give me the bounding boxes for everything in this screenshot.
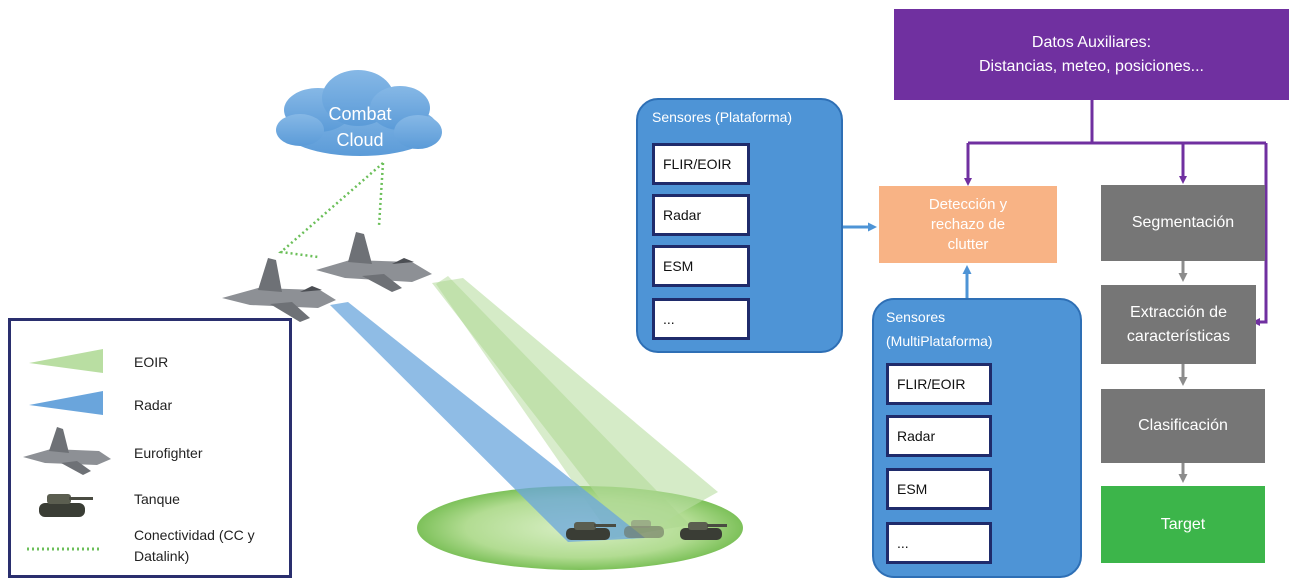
aux-connectors [964,100,1268,326]
legend-radar-label: Radar [134,397,173,413]
sensor-radar: Radar [886,415,992,457]
eoir-beam [432,278,718,540]
eurofighter-icon [316,232,432,292]
aux-data-line1: Datos Auxiliares: [1031,33,1152,51]
tank-icon [566,522,616,540]
legend-symbols [23,349,111,551]
cloud-label-line2: Cloud [336,130,384,150]
sensor-flir: FLIR/EOIR [886,363,992,405]
feature-extraction-line1: Extracción de [1130,303,1227,321]
aux-data-box: Datos Auxiliares: Distancias, meteo, pos… [894,9,1289,100]
sensors-multi-title-line2: (MultiPlataforma) [886,333,993,349]
tank-icon [680,522,727,540]
sensors-multi-panel: Sensores (MultiPlataforma) FLIR/EOIR Rad… [872,298,1082,578]
detection-line1: Detección y [928,195,1008,213]
target-box: Target [1101,486,1265,563]
legend-connectivity-label-line2: Datalink) [134,548,190,564]
datalink-lines [278,162,385,259]
tank-legend-icon [39,494,93,517]
aux-data-line2: Distancias, meteo, posiciones... [979,57,1204,75]
cloud-label: Combat Cloud [318,98,402,156]
classification-box: Clasificación [1101,389,1265,463]
sensor-more: ... [886,522,992,564]
segmentation-box: Segmentación [1101,185,1265,261]
eoir-beam [436,276,690,538]
cloud-label-line1: Combat [328,104,392,124]
cloud-icon [276,70,442,156]
sensors-platform-title: Sensores (Plataforma) [652,109,793,125]
sensor-more: ... [652,298,750,340]
legend-box: EOIR Radar Eurofighter Tanque Conectivid… [8,318,292,578]
legend-eoir-label: EOIR [134,354,169,370]
detection-box: Detección y rechazo de clutter [879,186,1057,263]
sensors-platform-panel: Sensores (Plataforma) FLIR/EOIR Radar ES… [636,98,843,353]
legend-eurofighter-label: Eurofighter [134,445,203,461]
detection-line3: clutter [947,235,989,253]
sensor-esm: ESM [652,245,750,287]
eurofighter-legend-icon [23,427,111,475]
legend-connectivity-label-line1: Conectividad (CC y [134,527,255,543]
sensor-flir: FLIR/EOIR [652,143,750,185]
detection-line2: rechazo de [930,215,1006,233]
blue-arrows [843,222,972,298]
feature-extraction-line2: características [1126,327,1231,345]
radar-legend-icon [29,391,103,415]
eurofighter-icon [222,258,336,322]
radar-beam [330,302,645,542]
sensor-radar: Radar [652,194,750,236]
legend-tank-label: Tanque [134,491,180,507]
eoir-legend-icon [29,349,103,373]
sensors-multi-title-line1: Sensores [886,309,946,325]
tank-icon [624,520,664,538]
feature-extraction-box: Extracción de características [1101,285,1256,364]
sensor-esm: ESM [886,468,992,510]
